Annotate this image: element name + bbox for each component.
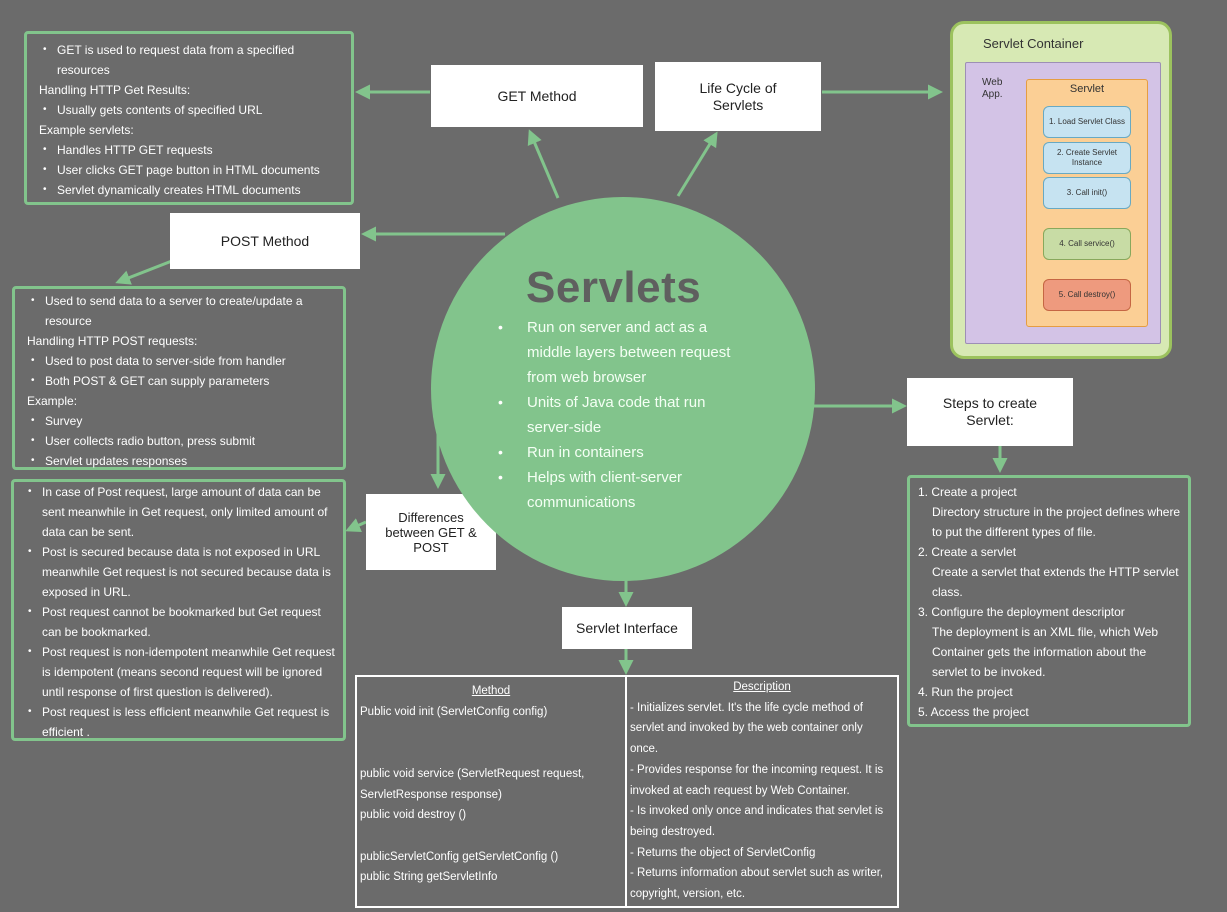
method-entry: Public void init (ServletConfig config) [360,705,548,718]
step-detail: The deployment is an XML file, which Web… [932,625,1159,679]
get-method-label-text: GET Method [497,87,577,104]
arrow-circle-to-get [527,129,560,199]
servlets-central-node: Servlets Run on server and act as a midd… [431,197,815,581]
step-create-servlet-instance: 2. Create Servlet Instance [1043,142,1131,174]
get-method-item: Servlet dynamically creates HTML documen… [35,180,343,200]
method-entry: public void service (ServletRequest requ… [360,767,585,801]
step-load-servlet-class: 1. Load Servlet Class [1043,106,1131,138]
get-method-item: User clicks GET page button in HTML docu… [35,160,343,180]
post-method-details: Used to send data to a server to create/… [12,286,346,471]
servlet-box: Servlet 1. Load Servlet Class 2. Create … [1026,79,1148,327]
life-cycle-label-text: Life Cycle of Servlets [699,79,777,113]
method-entry [360,743,622,764]
get-method-details: GET is used to request data from a speci… [24,31,354,205]
post-method-item: Survey [23,411,335,431]
method-entry: public String getServletInfo [360,871,498,884]
description-entry: - Provides response for the incoming req… [630,763,884,797]
method-entry [360,826,622,847]
step-call-destroy: 5. Call destroy() [1043,279,1131,311]
method-column: Public void init (ServletConfig config) … [360,702,622,888]
post-method-item: User collects radio button, press submit [23,431,335,451]
difference-item: Post request is non-idempotent meanwhile… [20,642,335,702]
difference-item: Post is secured because data is not expo… [20,542,335,602]
life-cycle-label: Life Cycle of Servlets [655,62,821,131]
step-title: 2. Create a servlet [918,545,1017,559]
description-column-header: Description [733,681,791,693]
differences-label: Differences between GET & POST [366,494,496,570]
method-entry: public void destroy () [360,809,467,822]
description-column: - Initializes servlet. It's the life cyc… [630,698,894,905]
differences-details: In case of Post request, large amount of… [11,479,346,741]
step-call-init: 3. Call init() [1043,177,1131,209]
get-method-label: GET Method [431,65,643,127]
servlets-bullets: Run on server and act as a middle layers… [498,315,731,515]
arrow-circle-to-lifecycle [676,131,718,197]
differences-label-text: Differences between GET & POST [385,509,477,555]
method-entry: publicServletConfig getServletConfig () [360,850,559,863]
steps-create-label-text: Steps to create Servlet: [942,395,1038,428]
get-method-item: Handles HTTP GET requests [35,140,343,160]
step-detail: Directory structure in the project defin… [932,505,1181,539]
post-method-item: Servlet updates responses [23,451,335,471]
get-method-item: Usually gets contents of specified URL [35,100,343,120]
method-column-header: Method [471,685,511,697]
post-method-item: Used to send data to a server to create/… [23,291,335,331]
description-entry: - Is invoked only once and indicates tha… [630,805,884,838]
difference-item: Post request cannot be bookmarked but Ge… [20,602,335,642]
get-method-item: GET is used to request data from a speci… [35,40,343,80]
get-method-item: Handling HTTP Get Results: [39,83,191,97]
description-entry: - Returns information about servlet such… [630,867,884,901]
post-method-item: Example: [27,394,78,408]
servlet-container: Servlet Container Web App. Servlet 1. Lo… [950,21,1172,359]
step-title: 3. Configure the deployment descriptor [918,605,1125,619]
step-title: 5. Access the project [918,705,1029,719]
post-method-item: Handling HTTP POST requests: [27,334,198,348]
servlet-interface-label: Servlet Interface [562,607,692,649]
step-title: 1. Create a project [918,485,1017,499]
get-method-list: GET is used to request data from a speci… [35,40,343,200]
web-app-box: Web App. Servlet 1. Load Servlet Class 2… [965,62,1161,344]
difference-item: In case of Post request, large amount of… [20,482,335,542]
servlet-interface-table: Method Public void init (ServletConfig c… [355,675,627,908]
servlets-bullet: Helps with client-server communications [498,465,731,515]
difference-item: Post request is less efficient meanwhile… [20,702,335,742]
steps-create-item: 5. Access the project [916,702,1182,722]
servlets-bullet: Run on server and act as a middle layers… [498,315,731,390]
description-entry: - Initializes servlet. It's the life cyc… [630,701,863,756]
servlet-interface-label-text: Servlet Interface [576,619,678,636]
servlet-container-title: Servlet Container [983,36,1084,51]
servlets-title: Servlets [526,263,702,312]
step-detail: Create a servlet that extends the HTTP s… [932,565,1179,599]
post-method-label-text: POST Method [220,232,310,249]
arrow-differences-to-list [345,518,367,532]
description-entry: - Returns the object of ServletConfig [630,846,816,859]
post-method-item: Both POST & GET can supply parameters [23,371,335,391]
servlet-box-label: Servlet [1069,83,1105,95]
post-method-label: POST Method [170,213,360,269]
servlets-bullet: Run in containers [498,440,731,465]
method-entry [360,722,622,743]
servlets-bullet: Units of Java code that run server-side [498,390,731,440]
step-title: 4. Run the project [918,685,1013,699]
post-method-list: Used to send data to a server to create/… [23,291,335,471]
get-method-item: Example servlets: [39,123,134,137]
step-call-service: 4. Call service() [1043,228,1131,260]
servlet-interface-description-cell: Description - Initializes servlet. It's … [625,675,899,908]
steps-create-item: 4. Run the project [916,682,1182,702]
differences-list: In case of Post request, large amount of… [20,482,335,742]
post-method-item: Used to post data to server-side from ha… [23,351,335,371]
web-app-label: Web App. [982,77,1003,100]
steps-create-label: Steps to create Servlet: [907,378,1073,446]
